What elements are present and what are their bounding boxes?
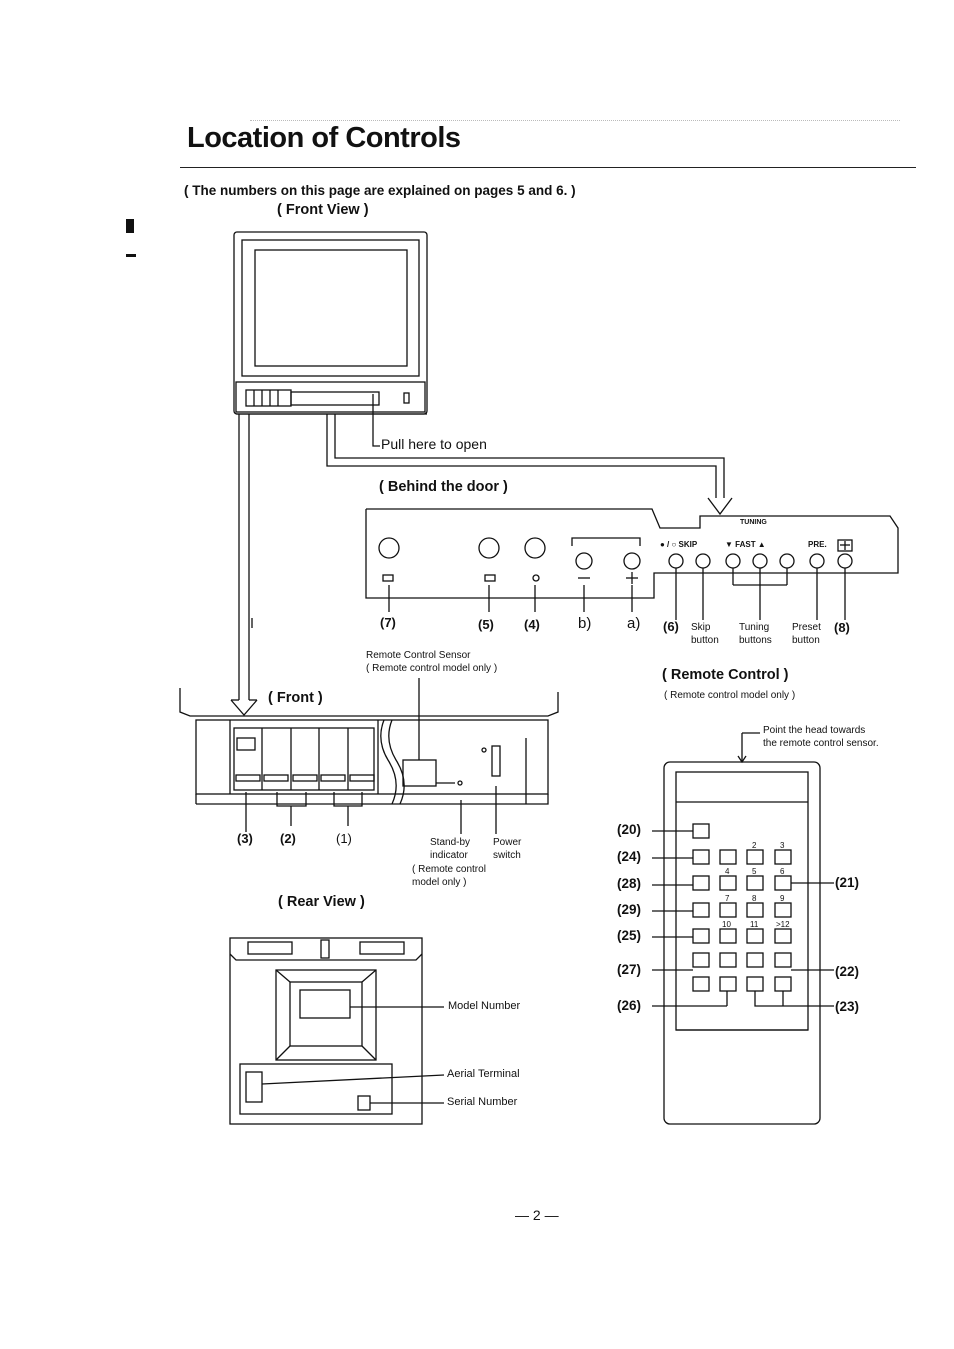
callout-4: (4): [524, 617, 540, 632]
callout-6: (6): [663, 619, 679, 634]
callout-26: (26): [617, 998, 642, 1013]
front-panel-drawing: [179, 618, 559, 834]
remote-digit-4: 4: [725, 867, 730, 876]
page-number: — 2 —: [515, 1207, 559, 1223]
callout-22: (22): [835, 964, 860, 979]
remote-drawing: [652, 732, 834, 1125]
front-view-heading: ( Front View ): [277, 202, 369, 218]
tuning-panel-label: TUNING: [740, 519, 767, 526]
callout-28: (28): [617, 876, 642, 891]
front-heading: ( Front ): [268, 690, 323, 706]
callout-8: (8): [834, 620, 850, 635]
rear-view-heading: ( Rear View ): [278, 894, 365, 910]
model-number-label: Model Number: [448, 1000, 521, 1012]
callout-21: (21): [835, 875, 860, 890]
margin-dash: [126, 254, 136, 257]
callout-a: a): [627, 615, 641, 632]
pull-here-label: Pull here to open: [381, 436, 487, 452]
title-rule: [180, 167, 916, 168]
aerial-terminal-label: Aerial Terminal: [447, 1068, 520, 1080]
callout-20: (20): [617, 822, 642, 837]
callout-23: (23): [835, 999, 860, 1014]
remote-digit-11: 11: [750, 920, 759, 929]
tv-front-drawing: [233, 231, 428, 415]
remote-digit-2: 2: [752, 841, 757, 850]
remote-digit-7: 7: [725, 894, 730, 903]
door-arrow: [326, 394, 733, 516]
callout-5: (5): [478, 617, 494, 632]
callout-3: (3): [237, 831, 253, 846]
remote-digit-6: 6: [780, 867, 785, 876]
callout-b: b): [578, 615, 592, 632]
page-title: Location of Controls: [187, 122, 461, 154]
callout-29: (29): [617, 902, 642, 917]
callout-2: (2): [280, 831, 296, 846]
margin-mark: [126, 219, 134, 233]
remote-digit-8: 8: [752, 894, 757, 903]
front-arrow: [230, 414, 258, 716]
remote-heading: ( Remote Control ): [662, 667, 789, 683]
door-panel-drawing: [365, 508, 899, 620]
remote-digit-10: 10: [722, 920, 731, 929]
rear-view-drawing: [229, 937, 445, 1125]
behind-door-heading: ( Behind the door ): [379, 479, 508, 495]
remote-digit-12: >12: [776, 920, 790, 929]
page-note: ( The numbers on this page are explained…: [184, 183, 576, 198]
remote-subheading: ( Remote control model only ): [664, 690, 796, 701]
pre-panel-label: PRE.: [808, 540, 827, 549]
serial-number-label: Serial Number: [447, 1096, 518, 1108]
callout-7: (7): [380, 615, 396, 630]
remote-digit-5: 5: [752, 867, 757, 876]
skip-panel-label: ● / ○ SKIP: [660, 540, 698, 549]
callout-27: (27): [617, 962, 642, 977]
header-dotted-line: [250, 120, 900, 121]
remote-digit-9: 9: [780, 894, 785, 903]
callout-25: (25): [617, 928, 642, 943]
callout-24: (24): [617, 849, 642, 864]
remote-digit-3: 3: [780, 841, 785, 850]
callout-1: (1): [336, 831, 352, 846]
fast-panel-label: ▼ FAST ▲: [725, 540, 766, 549]
sensor-label: Remote Control Sensor( Remote control mo…: [366, 650, 498, 674]
